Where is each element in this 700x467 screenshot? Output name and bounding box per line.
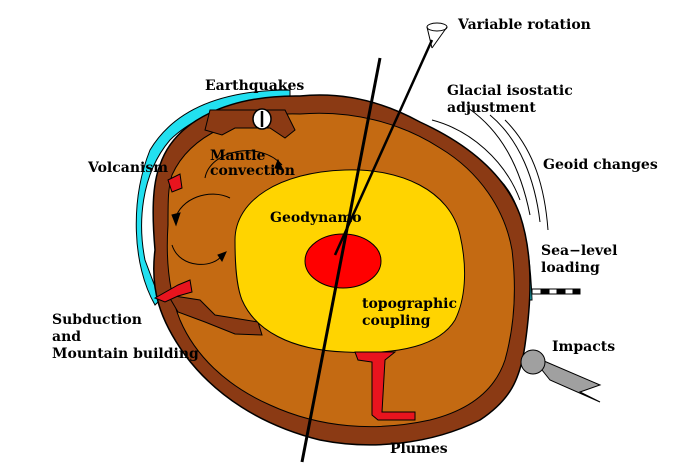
label-sea-level: Sea−level — [541, 243, 618, 259]
label-geoid-changes: Geoid changes — [543, 157, 658, 173]
label-earthquakes: Earthquakes — [205, 78, 305, 94]
plume — [354, 351, 416, 421]
label-coupling: coupling — [362, 313, 431, 329]
label-glacial-line2: adjustment — [447, 100, 536, 116]
label-topographic: topographic — [362, 296, 457, 312]
label-loading: loading — [541, 260, 600, 276]
label-mountain-building: Mountain building — [52, 346, 199, 362]
label-convection: convection — [210, 163, 295, 179]
label-variable-rotation: Variable rotation — [458, 17, 591, 33]
convection-arrows — [171, 150, 284, 265]
rotation-axis — [300, 39, 434, 463]
subduction-magma — [153, 279, 193, 303]
inner-core — [304, 233, 382, 289]
label-geodynamo: Geodynamo — [270, 210, 362, 226]
glacial-wave-lines — [431, 107, 549, 231]
label-subduction: Subduction — [52, 312, 142, 328]
label-volcanism: Volcanism — [88, 160, 169, 176]
label-plumes: Plumes — [390, 441, 448, 457]
rotation-cone-icon — [426, 22, 448, 49]
crust-slab-subduction — [167, 294, 263, 336]
crust-slab-top — [204, 109, 296, 139]
volcanism-magma — [167, 173, 183, 193]
label-mantle: Mantle — [210, 148, 266, 164]
impactor-icon — [520, 349, 602, 403]
label-impacts: Impacts — [552, 339, 616, 355]
label-and: and — [52, 329, 82, 345]
label-glacial-line1: Glacial isostatic — [447, 83, 573, 99]
sea-level-scale — [531, 288, 581, 295]
